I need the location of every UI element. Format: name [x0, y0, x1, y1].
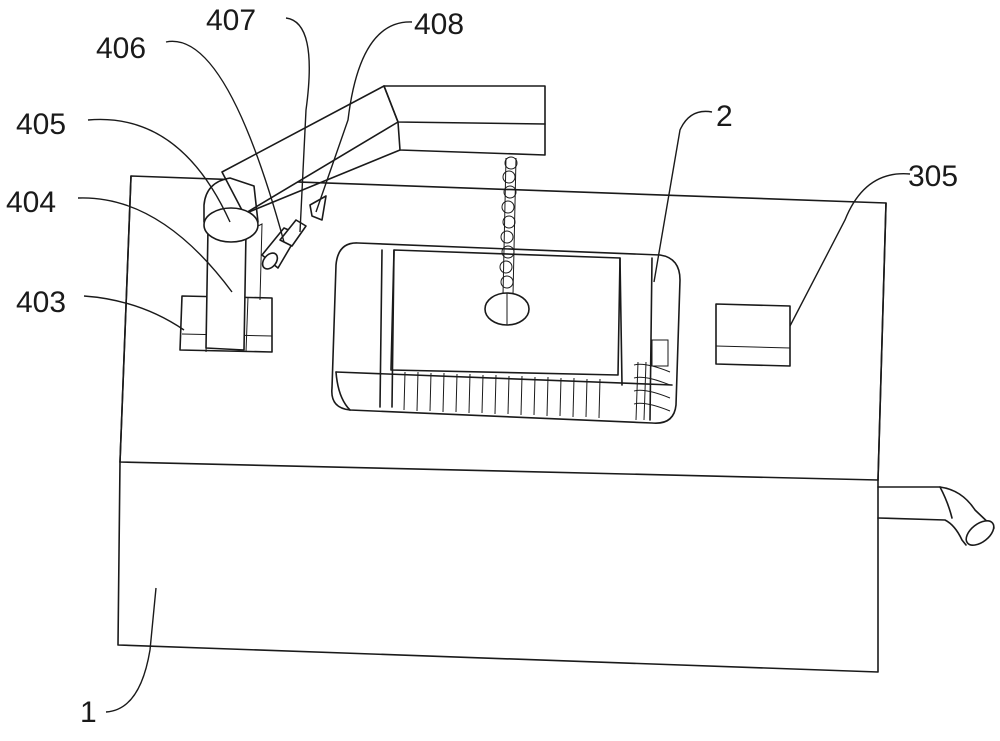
- label-405: 405: [16, 108, 66, 141]
- label-2: 2: [716, 100, 733, 133]
- label-305: 305: [908, 160, 958, 193]
- hanging-chain: [499, 156, 518, 296]
- label-404: 404: [6, 186, 56, 219]
- leader-lines: [77, 17, 911, 713]
- leader-408: [315, 21, 413, 213]
- basin: [331, 242, 681, 424]
- control-box: [715, 303, 791, 367]
- leader-2: [653, 110, 713, 283]
- label-1: 1: [80, 696, 97, 729]
- label-406: 406: [96, 32, 146, 65]
- leader-404: [77, 197, 233, 293]
- label-408: 408: [414, 8, 464, 41]
- label-403: 403: [16, 286, 66, 319]
- leader-407: [285, 17, 310, 233]
- leader-1: [105, 587, 157, 713]
- leader-406: [165, 40, 285, 243]
- leader-305: [789, 173, 911, 327]
- leader-405: [87, 118, 231, 223]
- outlet-pipe: [877, 486, 995, 546]
- label-407: 407: [206, 4, 256, 37]
- labels: 1 2 305 403 404 405 406 407 408: [6, 4, 958, 729]
- arm-assembly: [179, 85, 546, 353]
- main-body: [117, 175, 887, 673]
- chain-disk: [484, 292, 530, 326]
- leader-403: [83, 295, 185, 331]
